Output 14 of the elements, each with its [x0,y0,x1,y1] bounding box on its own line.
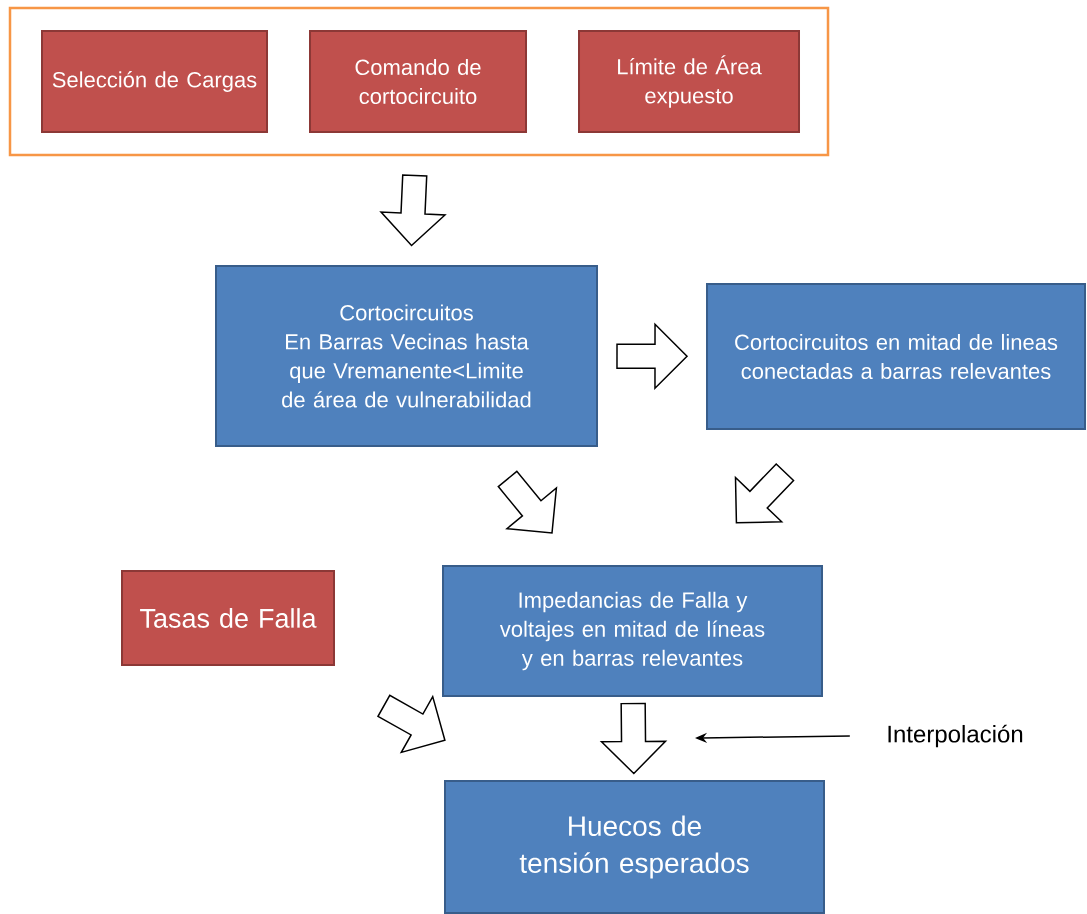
block-arrow [377,694,446,754]
process-box: Impedancias de Falla y voltajes en mitad de líneas y en barras relevantes [442,565,823,697]
input-box: Límite de Área expuesto [578,30,800,133]
block-arrow [599,702,668,775]
input-box: Tasas de Falla [121,570,335,666]
process-box: Cortocircuitos En Barras Vecinas hasta que Vremanente<Limite de área de vulnerabilidad [215,265,598,447]
block-arrow [379,174,447,247]
process-box: Cortocircuitos en mitad de lineas conectadas a barras relevantes [706,283,1086,430]
block-arrow [616,322,689,391]
input-box: Selección de Cargas [41,30,268,133]
input-box: Comando de cortocircuito [309,30,527,133]
block-arrow [497,470,558,534]
side-label: Interpolación [888,724,1023,748]
process-box: Huecos de tensión esperados [444,780,825,914]
